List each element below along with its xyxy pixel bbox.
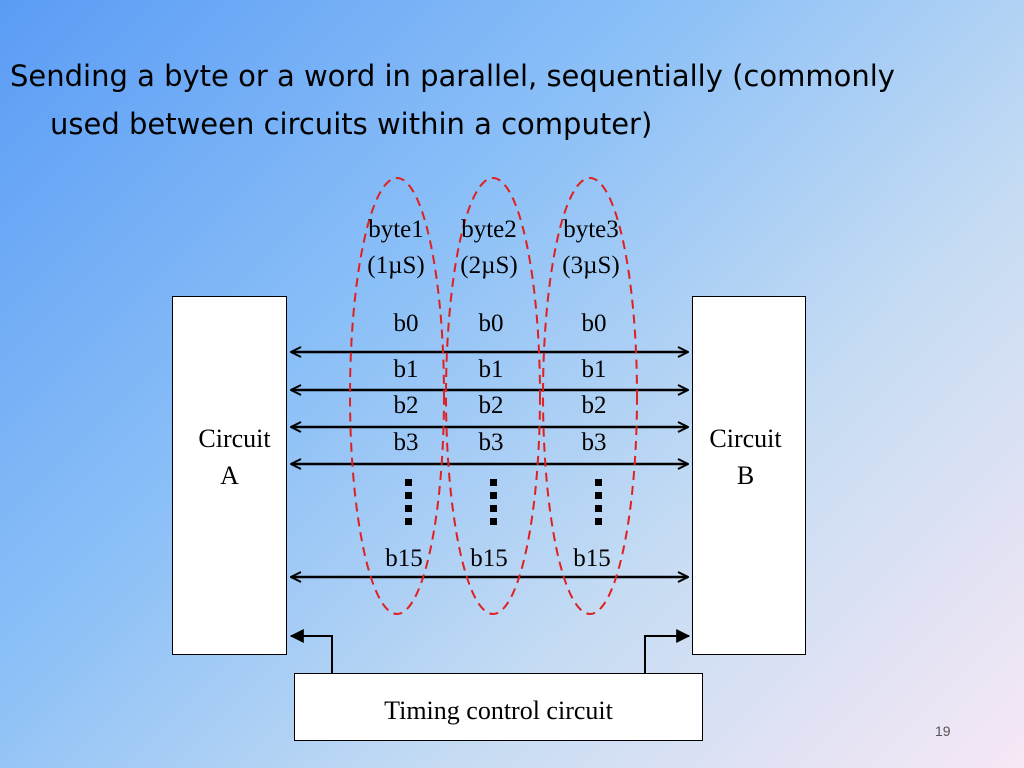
byte1-bit-b3: b3	[393, 429, 419, 456]
byte1-bit-b1: b1	[393, 356, 419, 383]
page-number: 19	[935, 723, 951, 739]
byte2-name: byte2	[461, 216, 517, 243]
byte1-name: byte1	[368, 216, 424, 243]
byte2-bit-b2: b2	[478, 392, 504, 419]
byte1-bit-b0: b0	[393, 310, 419, 337]
circuit-b-label-line1: Circuit	[709, 424, 782, 453]
byte1-header: byte1 (1µS)	[351, 212, 441, 284]
ellipsis-byte1	[405, 479, 412, 525]
circuit-a-label-line1: Circuit	[198, 424, 271, 453]
byte1-group-outline	[349, 177, 445, 615]
byte3-header: byte3 (3µS)	[546, 212, 636, 284]
circuit-b-label-line2: B	[736, 461, 755, 490]
ellipsis-byte2	[490, 479, 497, 525]
byte3-group-outline	[542, 177, 638, 615]
ellipsis-byte3	[595, 479, 602, 525]
slide-title-line2: used between circuits within a computer)	[50, 107, 653, 141]
byte2-bit-b1: b1	[478, 356, 504, 383]
circuit-a-label-line2: A	[220, 461, 239, 490]
timing-line-to-a	[289, 629, 333, 673]
byte1-bit-b15: b15	[385, 545, 423, 572]
circuit-b-box	[692, 296, 806, 655]
byte2-bit-b3: b3	[478, 429, 504, 456]
timing-line-to-b	[644, 629, 691, 673]
circuit-b-label: Circuit B	[693, 420, 798, 494]
byte3-bit-b15: b15	[573, 545, 611, 572]
byte3-bit-b3: b3	[581, 429, 607, 456]
byte3-bit-b2: b2	[581, 392, 607, 419]
slide-title: Sending a byte or a word in parallel, se…	[10, 52, 1010, 148]
byte3-bit-b0: b0	[581, 310, 607, 337]
timing-control-label: Timing control circuit	[384, 696, 613, 725]
timing-control-box: Timing control circuit	[294, 673, 703, 741]
byte2-bit-b0: b0	[478, 310, 504, 337]
byte3-time: (3µS)	[562, 252, 620, 279]
byte2-header: byte2 (2µS)	[444, 212, 534, 284]
byte1-bit-b2: b2	[393, 392, 419, 419]
slide-title-line1: Sending a byte or a word in parallel, se…	[10, 59, 895, 93]
byte2-bit-b15: b15	[470, 545, 508, 572]
byte2-time: (2µS)	[460, 252, 518, 279]
byte3-bit-b1: b1	[581, 356, 607, 383]
circuit-a-label: Circuit A	[182, 420, 287, 494]
byte1-time: (1µS)	[367, 252, 425, 279]
byte3-name: byte3	[563, 216, 619, 243]
circuit-a-box	[172, 296, 287, 655]
byte2-group-outline	[445, 177, 541, 615]
